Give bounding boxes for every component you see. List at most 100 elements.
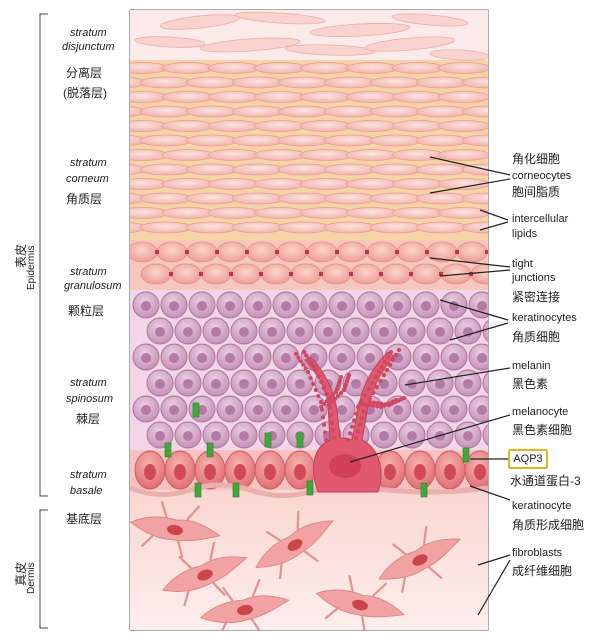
keratinocyte-label-zh: 角质形成细胞 [512,518,584,532]
granular-cell [307,242,337,262]
melanin-granule [307,357,311,361]
spinous-nucleus [155,379,165,389]
corneocyte [324,77,376,88]
melanin-granule [309,361,313,365]
corneocyte [438,92,490,103]
melanin-granule [397,348,401,352]
spinous-nucleus [253,353,263,363]
corneocyte [278,106,330,117]
basal-nucleus [234,464,246,480]
spinous-nucleus [141,301,151,311]
corneocyte [140,193,192,204]
melanin-granule [301,363,305,367]
disjunctum-label-en-2: disjunctum [62,40,115,54]
corneocyte [232,77,284,88]
spinous-nucleus [239,327,249,337]
melanin-granule [304,353,308,357]
spinous-nucleus [309,405,319,415]
spinous-nucleus [239,379,249,389]
spinous-nucleus [351,379,361,389]
basale-label-en-1: stratum [70,468,107,482]
corneocyte [232,106,284,117]
corneocyte [416,222,468,233]
melanin-granule [374,375,378,379]
aqp3-channel [165,443,171,457]
granular-cell [411,264,441,284]
corneocyte [278,193,330,204]
spinous-nucleus [379,327,389,337]
melanin-granule [309,376,313,380]
corneum-label-zh: 角质层 [66,192,102,206]
corneocyte [208,121,260,132]
basal-nucleus [474,464,486,480]
corneocyte [254,179,306,190]
spinous-nucleus [253,301,263,311]
melanin-granule [346,438,350,442]
corneocyte [116,92,168,103]
spinous-nucleus [183,327,193,337]
melanin-granule [382,373,386,377]
spinous-nucleus [421,353,431,363]
tight-junction [215,250,219,254]
spinous-nucleus [281,353,291,363]
corneocyte [392,121,444,132]
corneocyte [300,179,352,190]
aqp3-channel [421,483,427,497]
corneocyte [438,121,490,132]
melanin-granule [383,360,387,364]
epidermis-label-en: Epidermis [26,246,37,290]
tight-junction [365,250,369,254]
melanin-granule [402,396,406,400]
tight-junction [229,272,233,276]
keratinocyte-label-en: keratinocyte [512,500,571,513]
spinous-nucleus [463,379,473,389]
melanin-granule [325,399,329,403]
melanin-granule [316,374,320,378]
melanin-granule [322,402,326,406]
melanin-granule [367,387,371,391]
spinous-nucleus [183,379,193,389]
corneocyte [254,150,306,161]
melanin-granule [375,385,379,389]
spinosum-label-en-2: spinosum [66,392,113,406]
melanin-granule [377,370,381,374]
basale-label-en-2: basale [70,484,102,498]
melanin-granule [322,423,326,427]
corneocyte [416,106,468,117]
corneocyte [232,164,284,175]
spinous-nucleus [491,327,501,337]
basale-label-zh: 基底层 [66,512,102,526]
spinous-nucleus [309,301,319,311]
spinous-nucleus [337,353,347,363]
melanin-granule [354,412,358,416]
granular-cell [321,264,351,284]
corneocyte [346,179,398,190]
corneocyte [162,121,214,132]
spinous-nucleus [407,431,417,441]
spinous-nucleus [267,327,277,337]
melanin-granule [371,404,375,408]
basal-nucleus [174,464,186,480]
tight-junction [379,272,383,276]
granular-cell [247,242,277,262]
spinous-nucleus [337,405,347,415]
melanin-granule [394,353,398,357]
corneocyte [116,63,168,74]
corneocyte [208,150,260,161]
spinous-nucleus [197,353,207,363]
granular-cell [231,264,261,284]
spinous-nucleus [421,405,431,415]
corneocyte [370,222,422,233]
corneocyte [416,164,468,175]
melanin-granule [324,392,328,396]
melanin-granule [319,405,323,409]
spinous-nucleus [225,353,235,363]
aqp3-label-zh: 水通道蛋白-3 [510,474,581,488]
corneocyte [438,208,490,219]
tight-junctions-label-en-2: junctions [512,272,555,285]
spinous-nucleus [183,431,193,441]
melanin-granule [356,405,360,409]
corneocyte [186,77,238,88]
left-brackets [40,14,48,628]
